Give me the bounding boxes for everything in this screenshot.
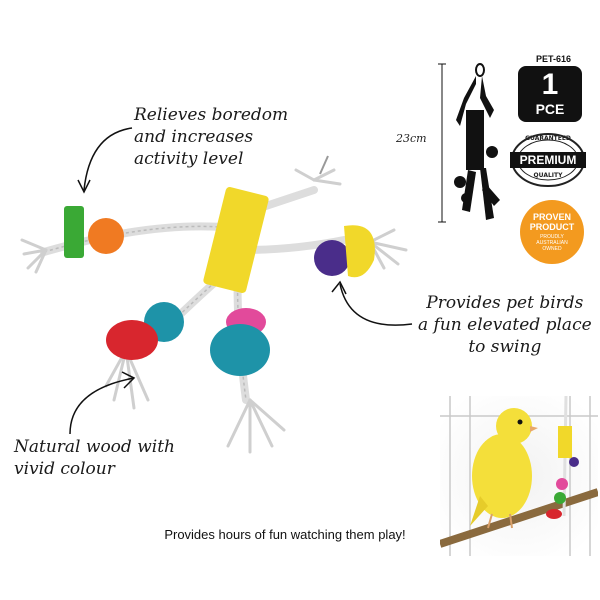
quantity-unit: PCE bbox=[535, 101, 565, 117]
callout-elevated: Provides pet birds a fun elevated place … bbox=[418, 292, 592, 358]
dimension-label: 23cm bbox=[396, 132, 427, 145]
callout-elevated-line1: Provides pet birds bbox=[426, 293, 584, 313]
callout-boredom-line2: and increases bbox=[134, 127, 254, 147]
premium-quality-seal: GUARANTEED PREMIUM QUALITY bbox=[506, 130, 590, 190]
proven-product-badge: PROVEN PRODUCT PROUDLY AUSTRALIAN OWNED bbox=[520, 200, 584, 264]
product-code: PET-616 bbox=[536, 54, 572, 64]
callout-elevated-line3: to swing bbox=[468, 337, 542, 357]
premium-bottom-text: QUALITY bbox=[533, 172, 563, 179]
proven-line3: PROUDLY bbox=[540, 234, 564, 240]
proven-line1: PROVEN bbox=[532, 212, 571, 222]
callout-boredom: Relieves boredom and increases activity … bbox=[134, 104, 288, 170]
callout-wood-line2: vivid colour bbox=[14, 459, 115, 479]
callout-elevated-line2: a fun elevated place bbox=[418, 315, 592, 335]
arrow-elevated bbox=[320, 280, 420, 340]
arrow-boredom bbox=[60, 120, 150, 200]
callout-wood-line1: Natural wood with bbox=[14, 437, 175, 457]
product-silhouette bbox=[436, 60, 516, 230]
premium-main-text: PREMIUM bbox=[519, 153, 577, 167]
quantity-badge: 1 PCE bbox=[518, 66, 582, 122]
callout-boredom-line1: Relieves boredom bbox=[134, 105, 289, 125]
canary-photo bbox=[438, 395, 600, 556]
proven-line5: OWNED bbox=[542, 246, 562, 252]
bird-toy-image bbox=[14, 150, 424, 460]
callout-boredom-line3: activity level bbox=[134, 149, 244, 169]
proven-line4: AUSTRALIAN bbox=[536, 240, 568, 246]
arrow-wood bbox=[50, 370, 140, 440]
quantity-number: 1 bbox=[541, 68, 559, 101]
footer-tagline: Provides hours of fun watching them play… bbox=[164, 527, 406, 542]
premium-top-text: GUARANTEED bbox=[525, 135, 571, 142]
callout-wood: Natural wood with vivid colour bbox=[14, 436, 175, 480]
proven-line2: PRODUCT bbox=[529, 222, 575, 232]
